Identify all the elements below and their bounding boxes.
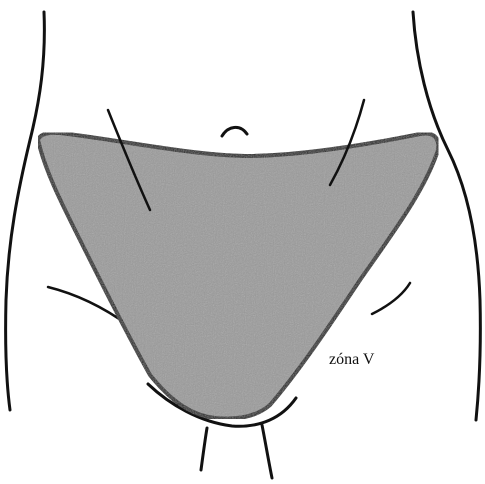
right-flank-line: [413, 12, 480, 420]
left-thigh-line: [201, 428, 207, 470]
zone-v-shape: [38, 133, 438, 419]
navel-mark: [222, 127, 247, 136]
right-hip-crease: [372, 283, 410, 314]
left-flank-line: [6, 12, 45, 410]
zone-v-label: zóna V: [329, 351, 374, 369]
right-thigh-line: [262, 425, 272, 478]
